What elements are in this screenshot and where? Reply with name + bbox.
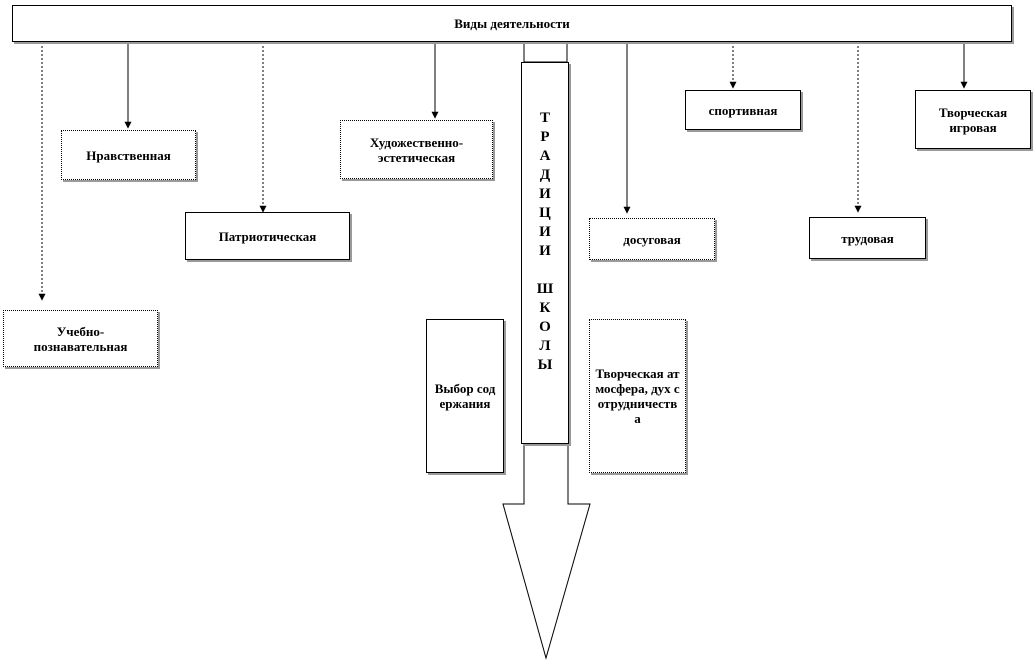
label-sportivnaya: спортивная (708, 102, 778, 118)
label-trudovaya: трудовая (841, 230, 894, 246)
label-creative-atmosphere: Творческая атмосфера, дух сотрудничества (595, 366, 680, 426)
header-activity-types: Виды деятельности (12, 5, 1012, 42)
box-tvorcheskaya-igrovaya: Творческая игровая (915, 90, 1031, 149)
big-down-arrow (502, 41, 591, 660)
letter: Д (539, 167, 551, 183)
label-patrioticheskaya: Патриотическая (218, 228, 317, 244)
letter: И (539, 186, 551, 202)
label-uchebno: Учебно-познавательная (33, 323, 128, 354)
letter: И (539, 224, 551, 240)
label-nravstvennaya: Нравственная (86, 147, 171, 163)
box-khudozhestvenno-esteticheskaya: Художественно-эстетическая (340, 120, 493, 179)
letter: Л (539, 338, 551, 354)
box-dosugovaya: досуговая (589, 218, 715, 260)
label-dosugovaya: досуговая (623, 231, 681, 247)
box-content-choice: Выбор содержания (426, 319, 504, 473)
box-sportivnaya: спортивная (685, 90, 801, 130)
letter: Т (539, 110, 550, 126)
box-nravstvennaya: Нравственная (61, 130, 196, 180)
label-tvorcheskaya-igrovaya: Творческая игровая (938, 104, 1008, 135)
letter: Ш (536, 281, 554, 297)
letter: Р (540, 129, 550, 145)
box-patrioticheskaya: Патриотическая (185, 212, 350, 260)
header-label: Виды деятельности (454, 16, 570, 31)
box-uchebno-poznavatelnaya: Учебно-познавательная (3, 310, 158, 367)
label-content-choice: Выбор содержания (434, 381, 496, 411)
letter: Ы (537, 357, 553, 373)
letter: А (539, 148, 551, 164)
box-trudovaya: трудовая (809, 217, 926, 259)
letter: И (539, 243, 551, 259)
letter: К (539, 300, 551, 316)
letter: Ц (539, 205, 551, 221)
letter: О (539, 319, 551, 335)
box-creative-atmosphere: Творческая атмосфера, дух сотрудничества (589, 319, 686, 473)
label-khudozhestvenno: Художественно-эстетическая (369, 134, 464, 165)
traditions-of-school-shaft: Т Р А Д И Ц И И Ш К О Л Ы (521, 62, 569, 444)
